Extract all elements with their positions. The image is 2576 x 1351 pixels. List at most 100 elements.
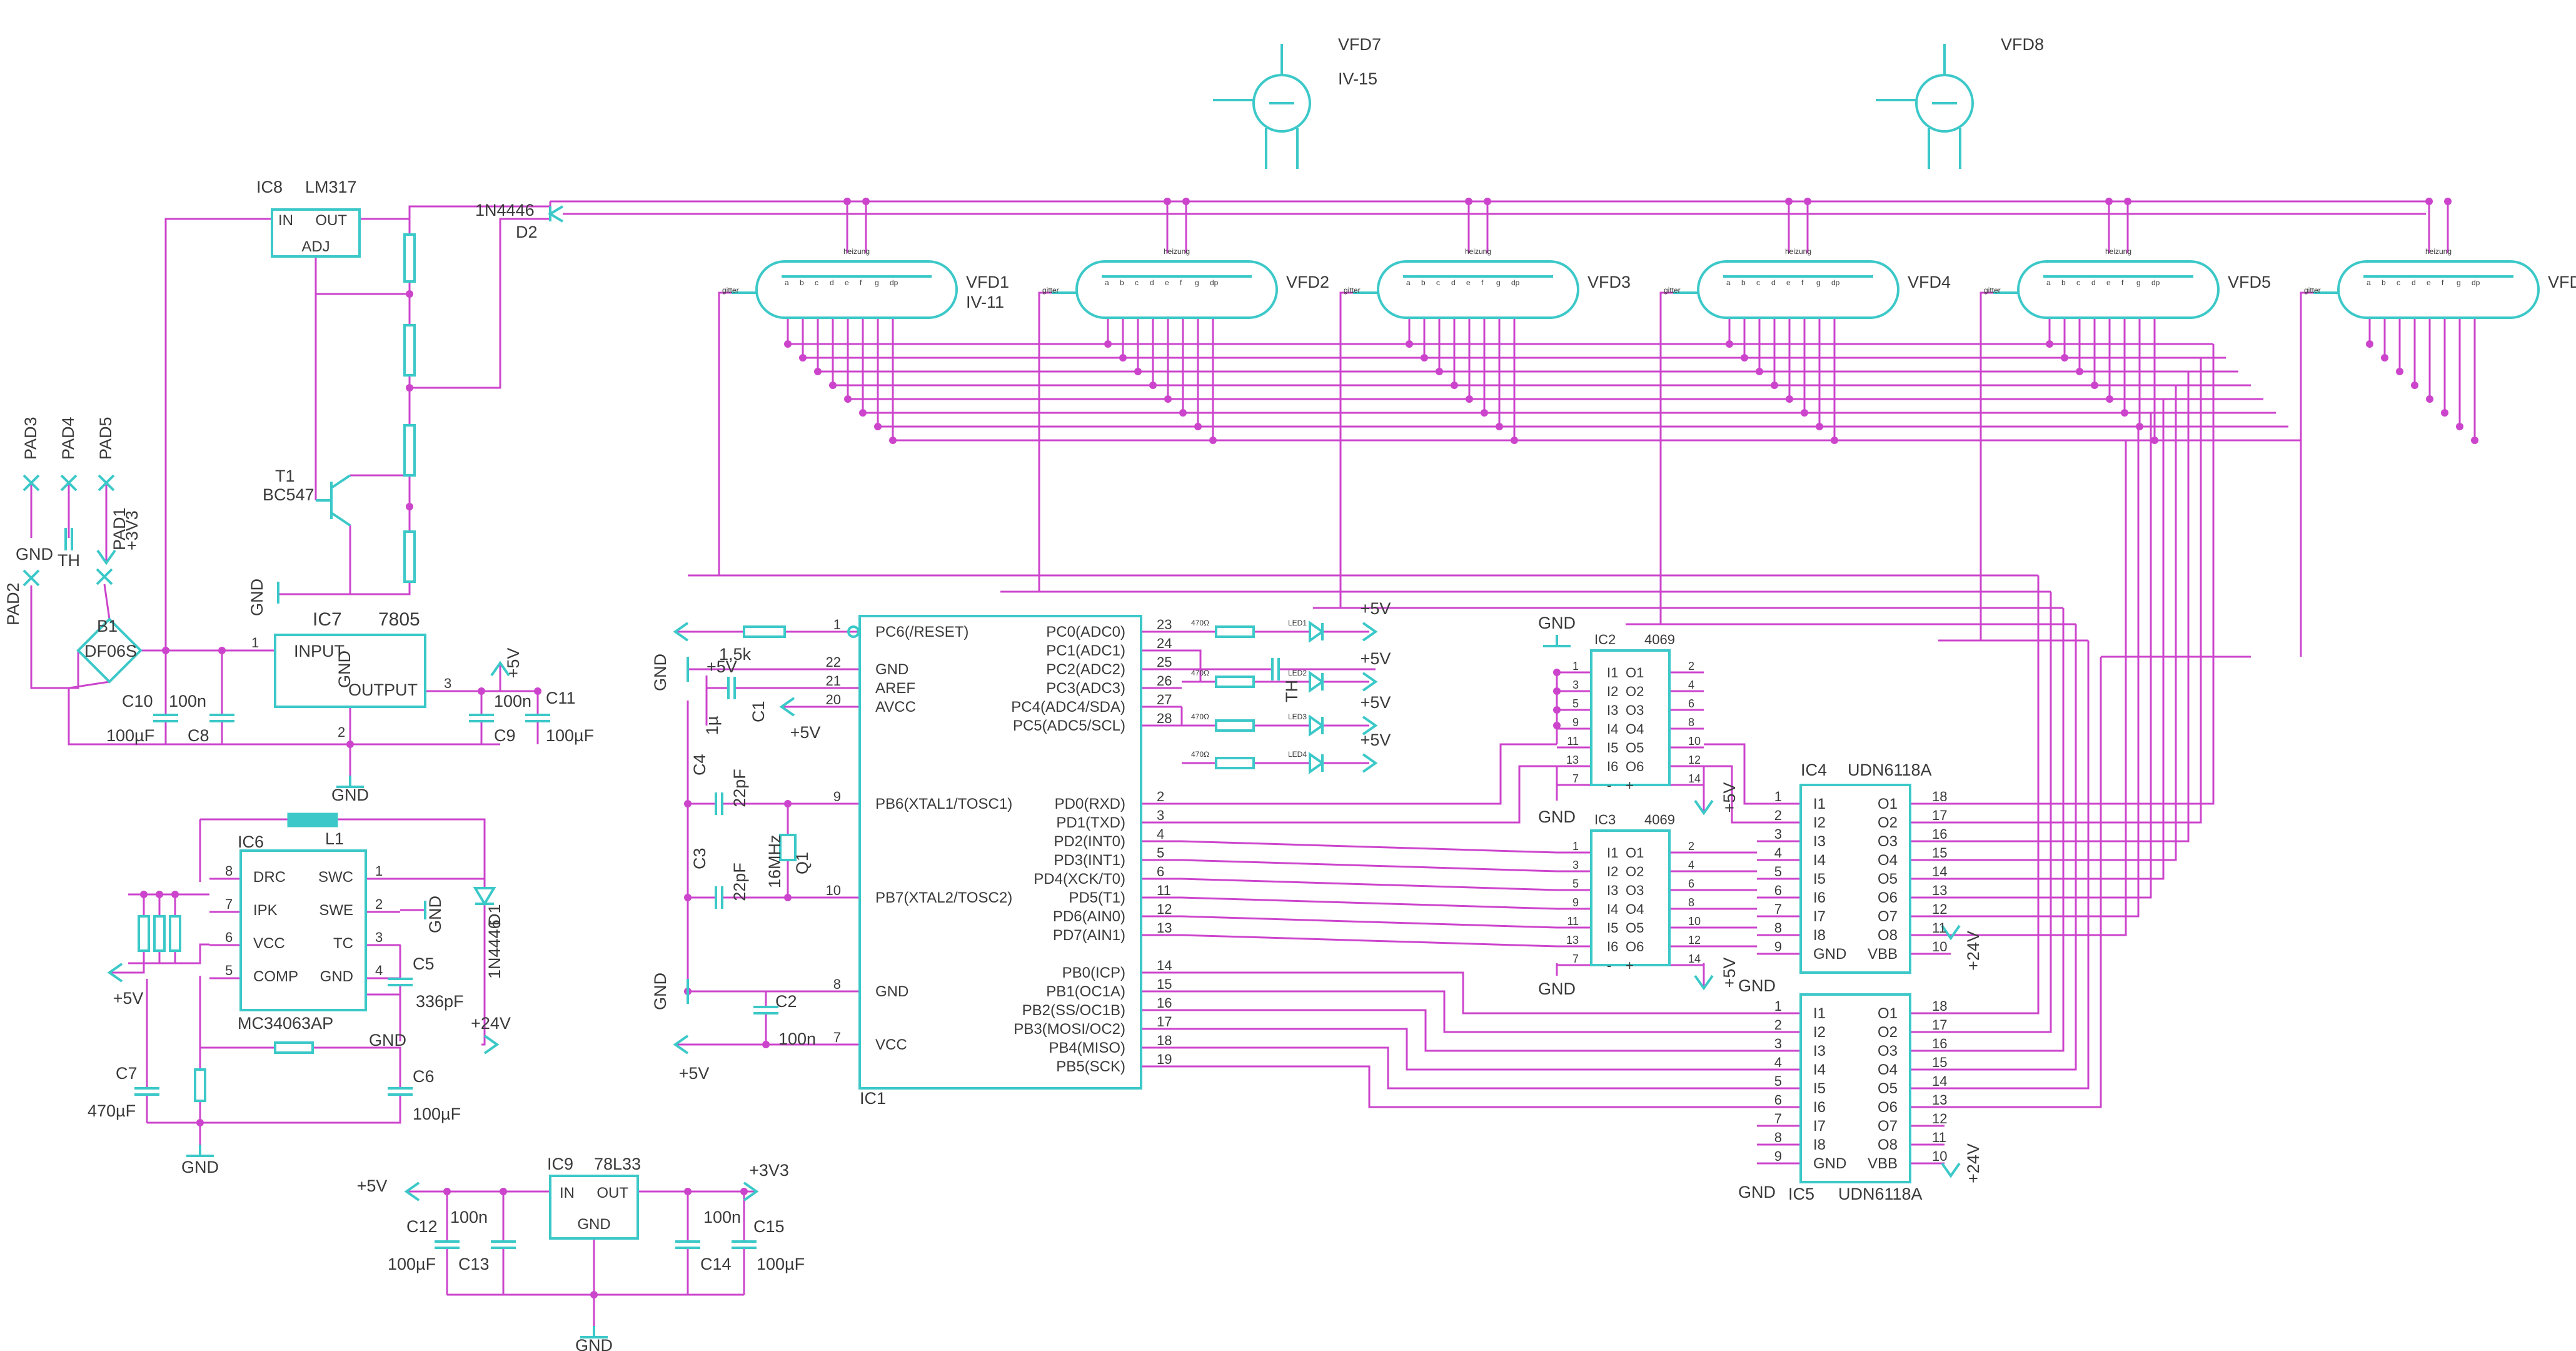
pin-number: 2 [1157, 789, 1164, 804]
pin-number: 14 [1688, 772, 1701, 785]
driver-pin-label: O8 [1878, 1136, 1898, 1153]
cap-value: 100n [703, 1208, 741, 1227]
pin-number: 14 [1932, 1073, 1947, 1089]
wire [349, 525, 411, 595]
ic6-body [239, 849, 367, 1011]
power-arrow [1362, 716, 1378, 736]
ic9-name: IC9 [547, 1155, 573, 1173]
wire [1659, 291, 1673, 624]
wire [1182, 1065, 1757, 1108]
ic1-pin-name: PC2(ADC2) [1046, 661, 1125, 678]
ic6-pin-label: TC [333, 935, 353, 952]
ic8-resistor-2 [403, 324, 416, 377]
driver-pin-label: O1 [1878, 1005, 1898, 1022]
junction [762, 1041, 770, 1048]
pad-label: PAD1 [110, 507, 129, 550]
vfd-segment-label: dp [1511, 278, 1520, 287]
driver-pin-label: O4 [1878, 1061, 1898, 1078]
pin-number: 16 [1932, 1036, 1947, 1051]
wire [1945, 657, 2102, 1108]
ic9-out-label: OUT [596, 1185, 628, 1202]
driver-pin-label: I2 [1813, 1024, 1826, 1041]
pin-number: 13 [1157, 920, 1172, 936]
pin-number: 2 [1688, 840, 1694, 853]
ic8-body [271, 208, 361, 258]
pin-number: 8 [1774, 1130, 1782, 1145]
inverter-pin-label: O4 [1626, 721, 1644, 737]
ic8-resistor-1 [403, 233, 416, 283]
vfd-name: VFD6 [2548, 273, 2576, 291]
pin-number: 19 [1157, 1051, 1172, 1067]
wire [109, 963, 145, 974]
vfd-segment-label: b [2061, 278, 2066, 287]
wire [147, 1095, 401, 1124]
ic8-part: LM317 [305, 178, 357, 196]
driver-pin-label: I2 [1813, 814, 1826, 831]
ic8-adj-label: ADJ [301, 238, 330, 255]
d1-diode [473, 887, 496, 906]
gnd-label: GND [1538, 807, 1576, 826]
pin-number: 6 [225, 929, 233, 945]
t1-collector [330, 474, 351, 489]
ic9-gnd-label: GND [577, 1216, 610, 1233]
vfd-segment-label: d [1150, 278, 1154, 287]
ic6-sense-resistor [153, 915, 166, 952]
pin-number: 8 [833, 976, 841, 992]
vfd-segment-label: g [1195, 278, 1199, 287]
ic9-in-label: IN [560, 1185, 575, 1202]
p5v-label: +5V [1361, 731, 1391, 749]
pin-number: 18 [1932, 789, 1947, 804]
pin-number: 12 [1932, 1111, 1947, 1126]
gnd-label: GND [369, 1031, 406, 1050]
pin-number: 5 [1572, 697, 1579, 710]
pin-number: 3 [444, 676, 451, 691]
cap-value: 22pF [730, 863, 749, 901]
pad-label: PAD3 [21, 417, 40, 460]
ic9-body [549, 1175, 639, 1240]
wire [1945, 624, 2077, 1071]
junction [684, 800, 692, 807]
ic1-pin-name: PB7(XTAL2/TOSC2) [875, 889, 1012, 906]
d2-part: 1N4446 [475, 201, 535, 220]
ic7-name: IC7 [313, 609, 342, 630]
led-resistor-value: 470Ω [1191, 669, 1209, 677]
inverter-pin-label: O4 [1626, 901, 1644, 917]
wire [1339, 291, 1353, 608]
ic1-pin-name: PC4(ADC4/SDA) [1011, 699, 1125, 716]
p5v-label: +5V [113, 989, 144, 1008]
inverter-pin-label: I3 [1607, 883, 1618, 898]
ic6-pin-label: SWC [318, 869, 353, 886]
pin-number: 11 [1932, 1130, 1946, 1145]
vfd-segment-label: d [1451, 278, 1456, 287]
vfd-segment-label: c [815, 278, 818, 287]
vfd8-name: VFD8 [2001, 35, 2044, 54]
pin-number: 3 [1572, 679, 1579, 691]
ic1-pin-name: PB4(MISO) [1049, 1040, 1125, 1056]
wire [1181, 934, 1557, 948]
wire [1945, 640, 2090, 1090]
power-arrow [1694, 799, 1714, 816]
led-diode [1309, 752, 1325, 774]
pin-number: 10 [1932, 939, 1947, 954]
pin-number: 11 [1157, 883, 1171, 898]
vfd-segment-label: c [2076, 278, 2080, 287]
th-label: TH [1282, 680, 1301, 702]
pin-number: 5 [1774, 864, 1782, 879]
driver-pin-label: I1 [1813, 796, 1826, 812]
power-arrow [96, 549, 116, 565]
junction [2366, 340, 2373, 348]
led-diode [1309, 670, 1325, 693]
ic6-pin-label: DRC [253, 869, 286, 886]
power-arrow [743, 1181, 759, 1202]
inverter-pin-label: + [1626, 777, 1634, 793]
ic8-resistor-4 [403, 530, 416, 583]
ic1-pin-name: PB6(XTAL1/TOSC1) [875, 796, 1012, 812]
vfd-segment-label: e [845, 278, 849, 287]
p5v-label: +5V [790, 723, 821, 742]
wire [1945, 413, 2152, 899]
pin-number: 12 [1157, 901, 1172, 917]
ic2-name: IC2 [1594, 632, 1616, 647]
vfd-name: VFD5 [2228, 273, 2271, 291]
ic6-pin-label: SWE [319, 902, 353, 919]
q1-value: 16MHz [765, 834, 784, 888]
